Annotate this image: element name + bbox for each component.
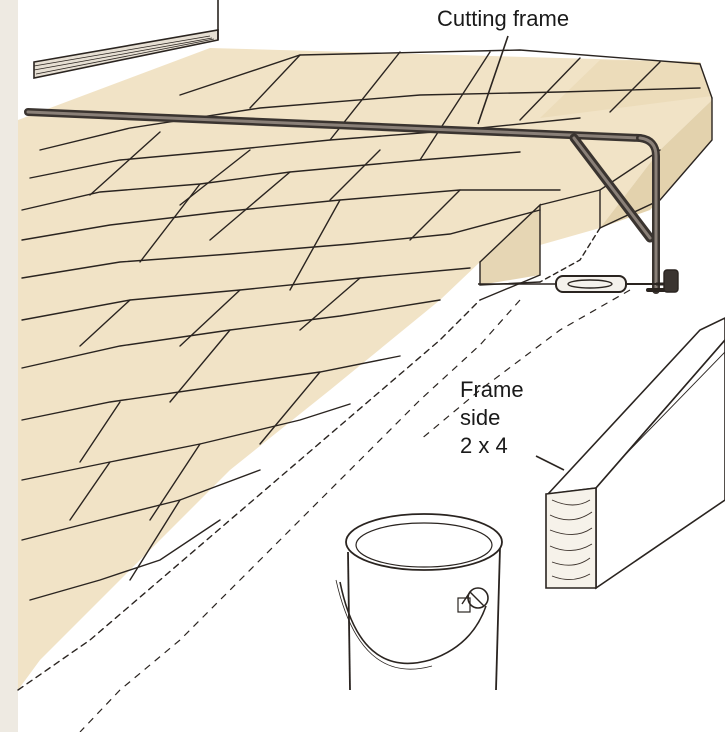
slab-tile-lines (17, 49, 713, 691)
bucket (335, 513, 503, 691)
paper-edge-shading (0, 0, 18, 732)
slab-bed (18, 48, 712, 690)
frame-side-label-line1: Frame (460, 377, 524, 402)
frame-side-label: Frame side 2 x 4 (460, 376, 524, 460)
tension-turnbuckle (478, 269, 679, 293)
cutting-frame-rail (24, 108, 666, 294)
wood-grain (549, 499, 593, 580)
cutting-frame-label: Cutting frame (437, 6, 570, 31)
frame-side-board (545, 317, 725, 590)
ground-lines (79, 289, 631, 732)
frame-side-label-line3: 2 x 4 (460, 433, 508, 458)
back-wall-ledge (33, 0, 219, 79)
frame-side-label-line2: side (460, 405, 501, 430)
frame-side-leader (535, 455, 565, 471)
cutting-frame-leader (477, 35, 509, 125)
